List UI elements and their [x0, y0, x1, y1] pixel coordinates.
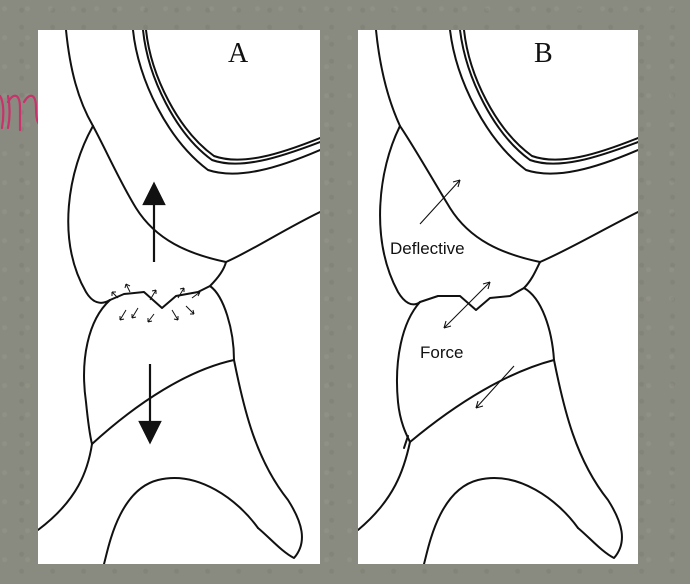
- force-label: Force: [420, 343, 463, 363]
- diagram-panel-a: A: [38, 30, 320, 564]
- panel-letter-a: A: [228, 38, 248, 70]
- deflective-label: Deflective: [390, 239, 465, 259]
- panel-letter-b: B: [534, 38, 553, 70]
- tooth-contact-diagram-a: [38, 30, 320, 564]
- tooth-contact-diagram-b: [358, 30, 638, 564]
- diagram-panel-b: B Deflective Force: [358, 30, 638, 564]
